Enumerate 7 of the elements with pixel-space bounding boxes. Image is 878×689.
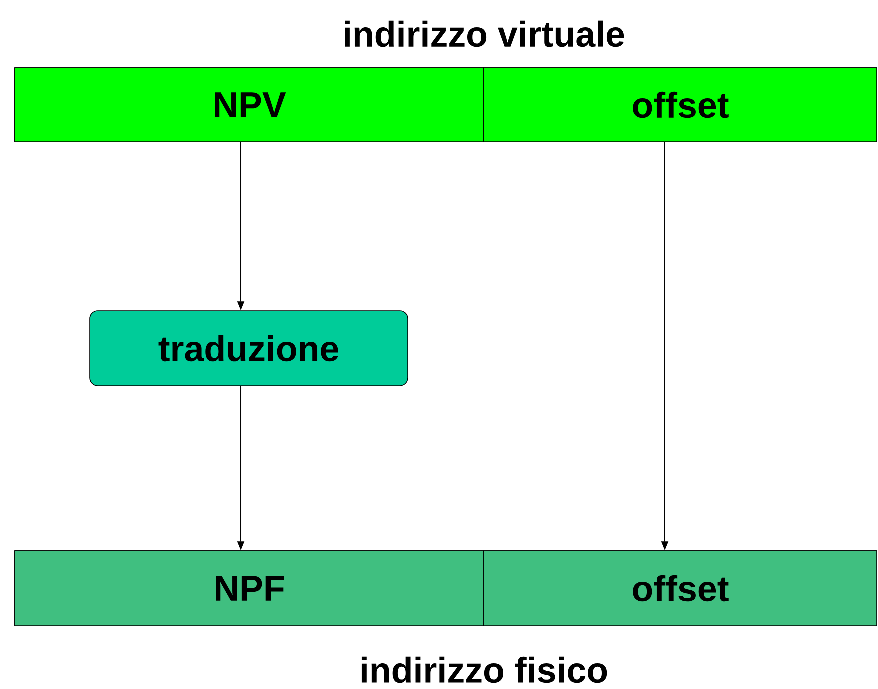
address-field-cell: NPF	[14, 550, 484, 626]
address-heading: indirizzo fisico	[362, 656, 608, 684]
process-box: traduzione	[90, 310, 408, 386]
address-field-cell: NPV	[14, 68, 484, 142]
address-heading: indirizzo virtuale	[345, 20, 624, 48]
address-field-cell: offset	[484, 550, 878, 626]
address-field-cell: offset	[484, 68, 878, 142]
